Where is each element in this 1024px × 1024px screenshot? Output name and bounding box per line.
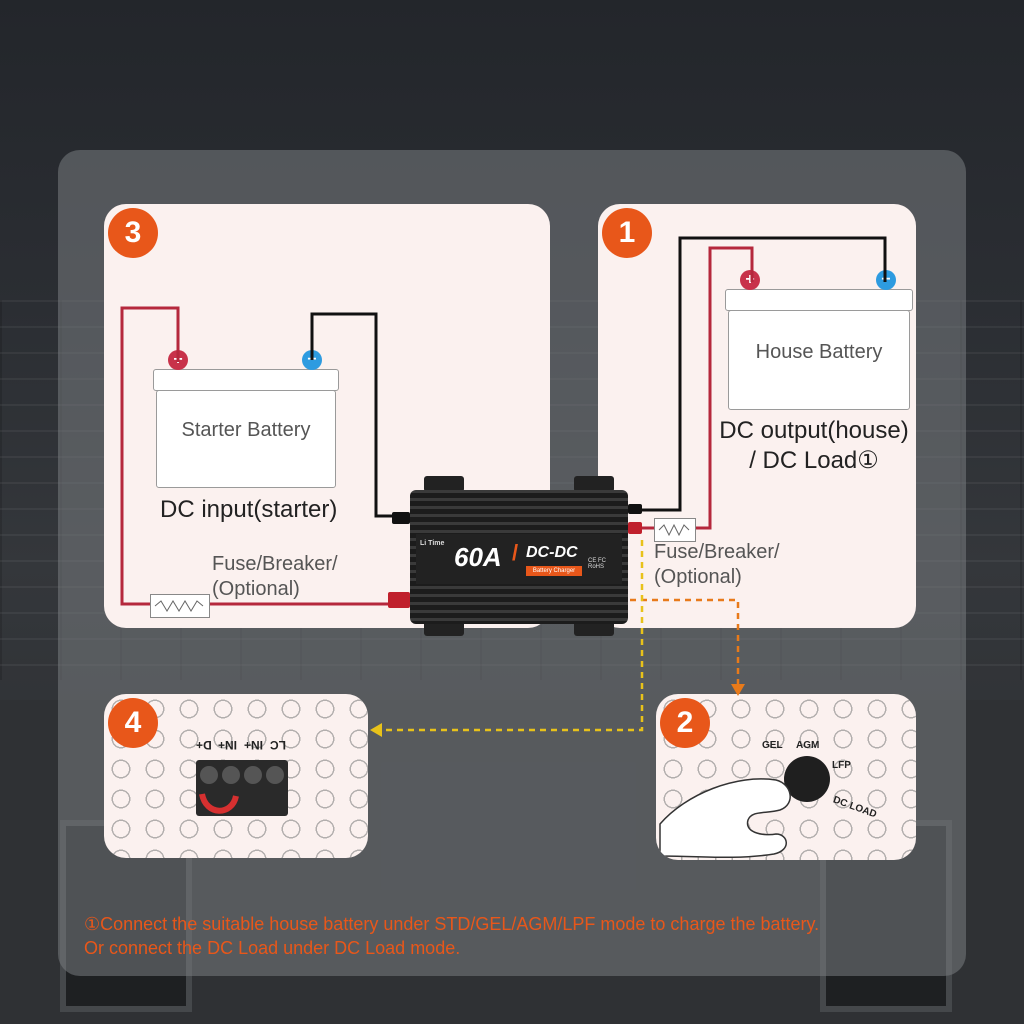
battery-lid [153, 369, 339, 391]
house-battery: House Battery [725, 289, 913, 410]
step-badge-4: 4 [108, 698, 158, 748]
battery-lid [725, 289, 913, 311]
footnote-line: ①Connect the suitable house battery unde… [84, 914, 820, 934]
charger-face: Li Time 60A / DC-DC Battery Charger CE F… [416, 534, 622, 584]
step-badge-2: 2 [660, 698, 710, 748]
dc-output-caption: DC output(house) / DC Load① [716, 416, 912, 476]
starter-battery: Starter Battery [153, 369, 339, 488]
dc-input-caption: DC input(starter) [160, 496, 338, 523]
caption-line: DC output(house) [719, 417, 909, 444]
subtitle-label: Battery Charger [526, 566, 582, 576]
mounting-tab [424, 476, 464, 492]
starter-fuse-label: Fuse/Breaker/ (Optional) [212, 552, 338, 602]
mounting-tab [574, 620, 614, 636]
arrow-to-step-4 [380, 540, 644, 732]
fuse-label-line: (Optional) [654, 566, 742, 588]
mounting-tab [424, 620, 464, 636]
input-positive-terminal [388, 592, 410, 608]
rating-label: 60A [454, 542, 502, 572]
step-badge-1: 1 [602, 208, 652, 258]
certs-label: CE FC RoHS [588, 558, 606, 570]
footnote: ①Connect the suitable house battery unde… [84, 912, 819, 960]
mode-label-lfp: LFP [832, 760, 851, 771]
dc-dc-charger: Li Time 60A / DC-DC Battery Charger CE F… [388, 476, 642, 636]
arrow-to-step-2 [630, 598, 740, 688]
arrow-head-icon [370, 723, 382, 737]
mode-label-agm: AGM [796, 740, 820, 751]
footnote-line: Or connect the DC Load under DC Load mod… [84, 938, 461, 958]
starter-negative-wire [310, 312, 404, 518]
input-negative-terminal [392, 512, 410, 524]
mode-panel: 2 GEL AGM LFP DC LOAD [656, 694, 916, 860]
output-positive-terminal [628, 522, 642, 534]
terminal-panel: 4 D+ IN+ IN+ LC [104, 694, 368, 858]
mode-knob[interactable] [784, 756, 830, 802]
positive-terminal-icon: + [740, 270, 760, 290]
lightning-icon: / [512, 540, 519, 565]
house-negative-wire [630, 236, 887, 512]
house-fuse-label: Fuse/Breaker/ (Optional) [654, 540, 780, 590]
starter-fuse-icon [150, 594, 210, 618]
model-label: DC-DC [526, 544, 578, 561]
house-panel: 1 House Battery + − DC output(house) / D… [598, 204, 916, 628]
fuse-label-line: (Optional) [212, 578, 300, 600]
starter-positive-wire [120, 306, 180, 606]
fuse-label-line: Fuse/Breaker/ [654, 541, 780, 563]
brand-label: Li Time [420, 540, 445, 547]
output-negative-terminal [628, 504, 642, 514]
caption-line: / DC Load① [749, 447, 879, 474]
starter-battery-label: Starter Battery [181, 419, 311, 441]
step-badge-3: 3 [108, 208, 158, 258]
mounting-tab [574, 476, 614, 492]
house-fuse-icon [654, 518, 696, 542]
house-battery-label: House Battery [755, 341, 883, 363]
house-positive-wire [694, 246, 754, 530]
arrow-head-icon [731, 684, 745, 696]
mode-label-gel: GEL [762, 740, 783, 751]
fuse-label-line: Fuse/Breaker/ [212, 553, 338, 575]
hand-icon [659, 778, 791, 859]
jumper-wire-icon [199, 793, 239, 814]
